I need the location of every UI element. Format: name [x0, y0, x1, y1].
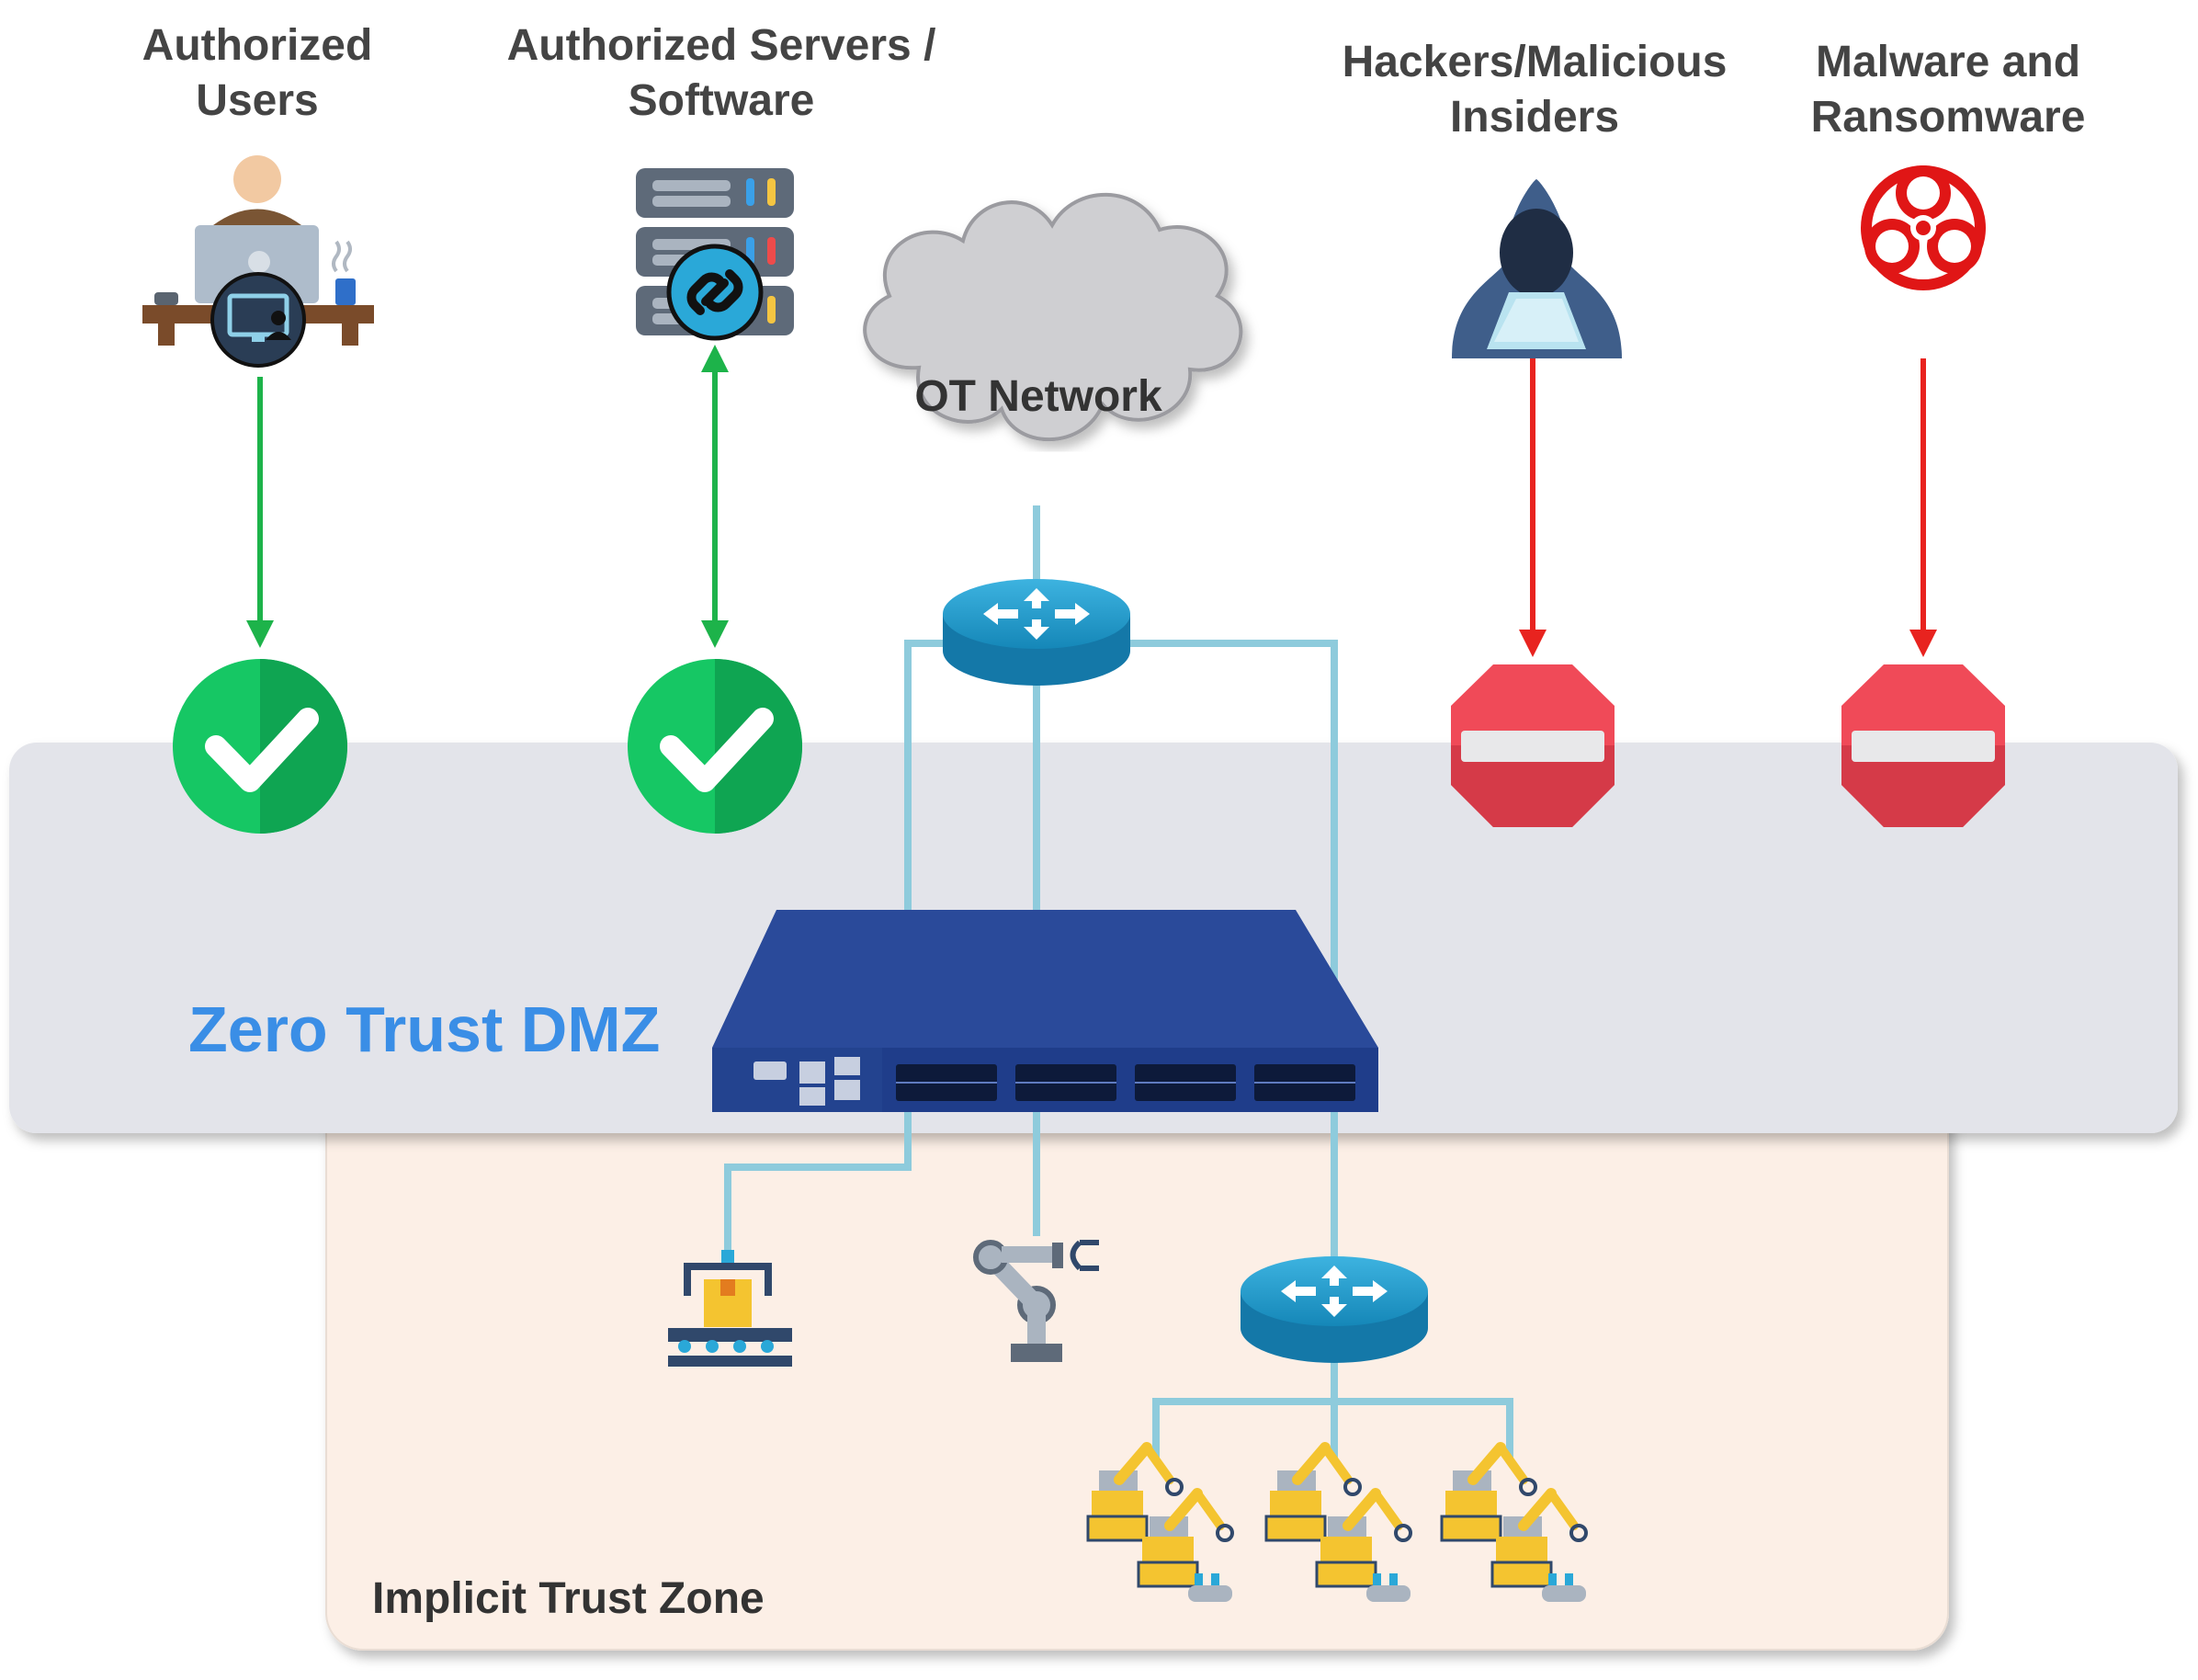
hooded-hacker-icon: [1452, 179, 1622, 358]
malware-label: Malware and Ransomware: [1810, 38, 2086, 142]
stop-sign-icon: [1841, 664, 2005, 827]
server-rack-link-icon: [636, 168, 794, 341]
robot-cluster: [1086, 1442, 1234, 1602]
conveyor-machine-icon: [668, 1250, 792, 1367]
biohazard-icon: [1861, 165, 1986, 290]
authorized-users-label: Authorized Users: [142, 21, 373, 125]
zero-trust-dmz-title: Zero Trust DMZ: [188, 993, 661, 1065]
robot-cluster: [1264, 1442, 1412, 1602]
robot-cluster: [1440, 1442, 1588, 1602]
check-circle-icon: [628, 659, 802, 834]
robot-arm-icon: [973, 1240, 1099, 1362]
network-links: [724, 505, 1513, 1461]
authorized-servers-label: Authorized Servers / Software: [506, 21, 936, 125]
check-circle-icon: [173, 659, 347, 834]
cloud-icon: [863, 192, 1243, 442]
ot-network-label: OT Network: [914, 372, 1162, 421]
implicit-trust-zone-title: Implicit Trust Zone: [372, 1574, 765, 1623]
dmz-appliance-icon: [712, 910, 1378, 1112]
router-icon: [1241, 1256, 1428, 1363]
stop-sign-icon: [1451, 664, 1615, 827]
user-at-desk-icon: [142, 155, 374, 368]
hackers-label: Hackers/Malicious Insiders: [1342, 38, 1728, 142]
router-icon: [943, 579, 1130, 686]
factory-robots-icon: [1086, 1442, 1588, 1602]
